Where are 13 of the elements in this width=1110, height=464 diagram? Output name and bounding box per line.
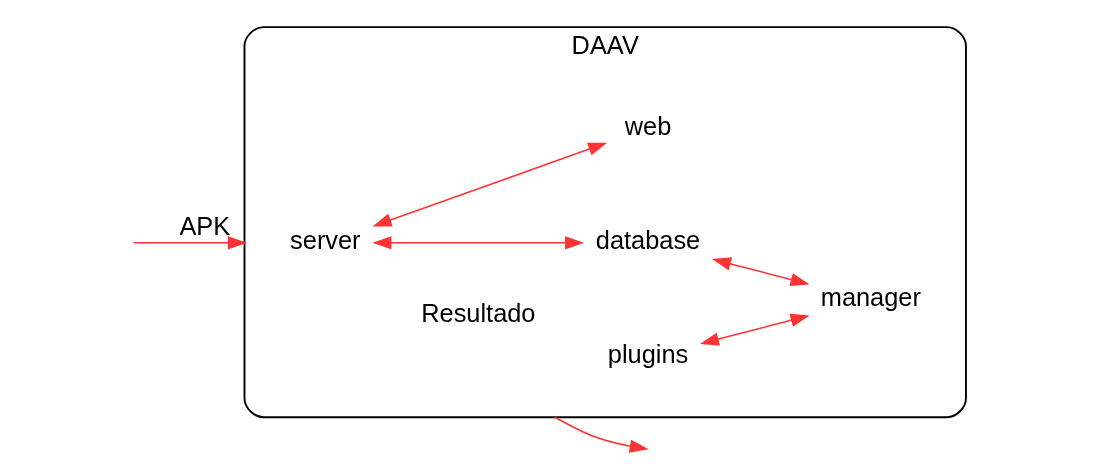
node-text: server bbox=[289, 225, 361, 254]
arrow bbox=[699, 313, 810, 346]
node-text: plugins bbox=[607, 340, 688, 369]
arrow bbox=[372, 142, 607, 227]
edge-label: APK bbox=[178, 211, 230, 240]
arrow bbox=[553, 416, 649, 453]
node-text: database bbox=[595, 225, 700, 254]
arrow bbox=[711, 257, 810, 287]
node-text: manager bbox=[820, 282, 921, 311]
arrow bbox=[371, 236, 584, 250]
arrow bbox=[132, 236, 247, 250]
node-text: web bbox=[624, 111, 671, 140]
edge-label: Resultado bbox=[420, 298, 535, 327]
